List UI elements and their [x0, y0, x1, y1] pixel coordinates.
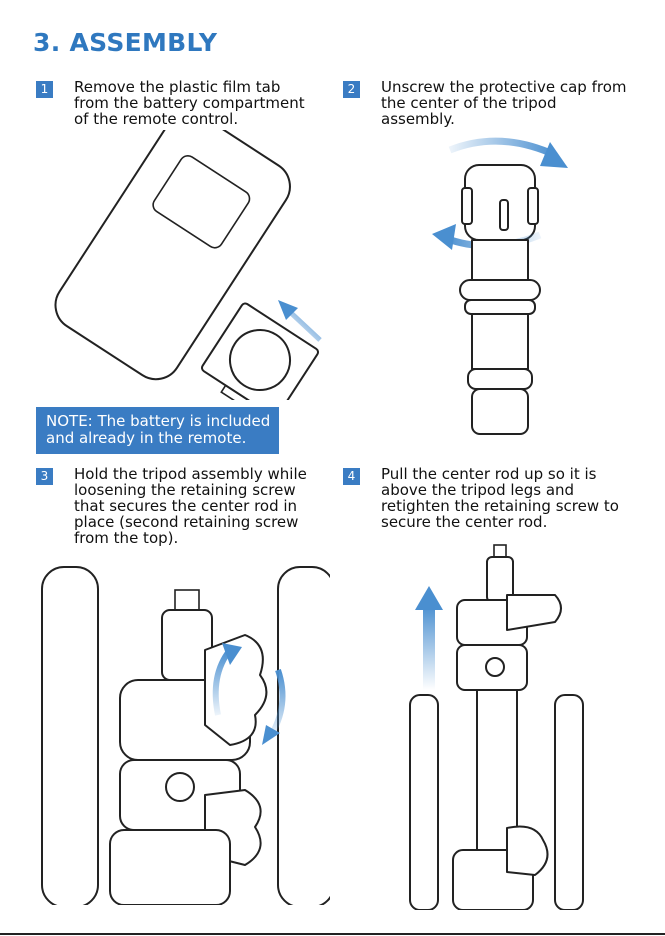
arrow-head-icon: [432, 224, 456, 250]
step-text-line: that secures the center rod in: [74, 497, 298, 515]
step-text: Hold the tripod assembly while loosening…: [74, 466, 307, 546]
arrow-head-icon: [222, 643, 242, 665]
step-text: Remove the plastic film tab from the bat…: [74, 79, 305, 127]
remote-control-illustration: [54, 130, 322, 400]
step-text-line: above the tripod legs and: [381, 481, 575, 499]
step-number-badge: 3: [36, 468, 53, 485]
page-bottom-rule: [0, 933, 665, 935]
step-text-line: place (second retaining screw: [74, 513, 299, 531]
step-text: Unscrew the protective cap from the cent…: [381, 79, 627, 127]
raise-rod-illustration: [409, 544, 584, 910]
step-text-line: secure the center rod.: [381, 513, 548, 531]
arrow-head-icon: [540, 142, 568, 168]
step-text-line: assembly.: [381, 110, 455, 128]
note-line: and already in the remote.: [46, 429, 247, 447]
arrow-shaft-icon: [423, 605, 435, 690]
step-number-badge: 2: [343, 81, 360, 98]
arrow-head-icon: [262, 725, 280, 745]
battery-cover-icon: [201, 302, 319, 400]
step-text-line: loosening the retaining screw: [74, 481, 296, 499]
arrow-head-icon: [415, 586, 443, 610]
step-text: Pull the center rod up so it is above th…: [381, 466, 619, 530]
arrow-head-icon: [278, 300, 298, 320]
step-text-line: retighten the retaining screw to: [381, 497, 619, 515]
rotate-arrow-icon: [448, 137, 557, 159]
loosen-screw-illustration: [41, 566, 330, 905]
page-title: 3. ASSEMBLY: [33, 28, 218, 57]
battery-note: NOTE: The battery is included and alread…: [36, 407, 279, 454]
step-text-line: of the remote control.: [74, 110, 239, 128]
note-line: NOTE: The battery is included: [46, 412, 271, 430]
step-text-line: from the battery compartment: [74, 94, 305, 112]
step-text-line: from the top).: [74, 529, 179, 547]
tripod-cap-illustration: [432, 137, 568, 435]
step-text-line: the center of the tripod: [381, 94, 557, 112]
step-text-line: Hold the tripod assembly while: [74, 465, 307, 483]
step-number-badge: 4: [343, 468, 360, 485]
step-text-line: Remove the plastic film tab: [74, 78, 281, 96]
step-text-line: Pull the center rod up so it is: [381, 465, 597, 483]
step-number-badge: 1: [36, 81, 53, 98]
step-text-line: Unscrew the protective cap from: [381, 78, 627, 96]
arrow-icon: [288, 310, 322, 342]
remote-control-body: [54, 130, 291, 381]
